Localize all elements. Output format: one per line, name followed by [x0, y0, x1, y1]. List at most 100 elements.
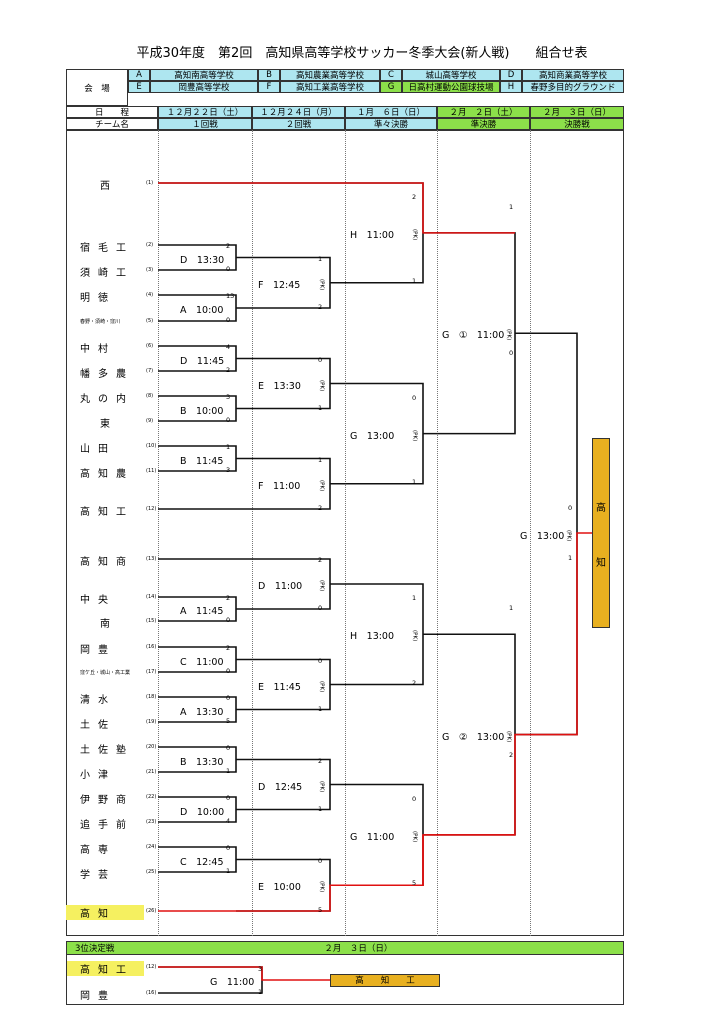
team-name: 清水	[80, 695, 116, 706]
team-note: 窪ケ丘・城山・高工業	[80, 670, 131, 676]
champion-char-2: 知	[596, 558, 606, 569]
match-qf: H 13:00	[350, 631, 395, 643]
champion-char-1: 高	[596, 503, 606, 514]
score: 1	[568, 553, 573, 562]
third-place-team: 岡豊	[80, 991, 116, 1002]
venue-code: A	[128, 69, 150, 81]
date-cell: １２月２２日（土）	[158, 106, 252, 118]
team-number: (24)	[146, 844, 157, 850]
team-number: (6)	[146, 343, 154, 349]
page-title: 平成30年度 第2回 高知県高等学校サッカー冬季大会(新人戦) 組合せ表	[136, 46, 588, 61]
match-sf: G ② 13:00	[442, 731, 505, 743]
venue-name: 高知南高等学校	[150, 69, 258, 81]
pk-label: (PK)	[505, 730, 512, 742]
team-name: 追手前	[80, 820, 134, 831]
round-cell: 準決勝	[437, 118, 530, 130]
team-number: (13)	[146, 556, 157, 562]
venue-code: C	[380, 69, 402, 81]
team-label: チーム名	[66, 118, 158, 130]
venue-code: B	[258, 69, 280, 81]
team-number: (20)	[146, 744, 157, 750]
bracket-line	[423, 532, 592, 836]
venue-name: 高知商業高等学校	[522, 69, 624, 81]
team-number: (4)	[146, 292, 154, 298]
match-r1: A 10:00	[180, 305, 224, 316]
match-final: G 13:00	[520, 530, 565, 542]
pk-label: (PK)	[318, 479, 325, 491]
score: 1	[509, 202, 514, 211]
venue-code: E	[128, 81, 150, 93]
team-name: 高知農	[80, 469, 134, 480]
score: 1	[412, 477, 417, 486]
bracket-line	[158, 182, 515, 234]
score: 2	[318, 303, 323, 311]
team-name: 小津	[80, 770, 116, 781]
team-number: (21)	[146, 769, 157, 775]
venue-code: G	[380, 81, 402, 93]
score: 0	[412, 794, 417, 803]
team-number: (2)	[146, 242, 154, 248]
score: 0	[318, 604, 323, 612]
team-number: (8)	[146, 393, 154, 399]
score: 2	[318, 756, 323, 765]
team-number: (16)	[146, 990, 157, 996]
team-number: (11)	[146, 468, 157, 474]
match-r2: E 13:30	[258, 380, 301, 392]
score: 0	[509, 349, 514, 358]
team-name: 須崎工	[80, 268, 134, 279]
venue-name: 城山高等学校	[402, 69, 500, 81]
pk-label: (PK)	[318, 780, 325, 792]
team-name: 高専	[80, 845, 116, 856]
score: 1	[226, 767, 231, 775]
score: 2	[509, 750, 514, 759]
score: 2	[412, 193, 417, 201]
score: 1	[318, 804, 323, 813]
score: 1	[318, 403, 323, 412]
score: 1	[318, 254, 323, 263]
score: 0	[226, 416, 231, 424]
team-name: 山田	[80, 444, 116, 455]
match-r1: C 11:00	[180, 656, 224, 668]
score: 2	[226, 366, 231, 374]
match-qf: H 11:00	[350, 229, 395, 241]
score: 0	[412, 393, 417, 402]
date-cell: １月 ６日（日）	[345, 106, 437, 118]
match-r1: B 11:45	[180, 455, 224, 467]
team-name: 丸の内	[80, 394, 134, 405]
team-number: (12)	[146, 964, 157, 970]
team-name: 岡豊	[80, 645, 116, 656]
venue-name: 高知農業高等学校	[280, 69, 380, 81]
score: 2	[226, 242, 231, 250]
column-divider	[158, 130, 159, 936]
match-r1: D 11:45	[180, 355, 225, 367]
column-divider	[252, 130, 253, 936]
match-r2: E 11:45	[258, 681, 301, 693]
score: 2	[226, 644, 231, 652]
team-name: 南	[100, 619, 118, 630]
match-qf: G 11:00	[350, 831, 395, 843]
team-number: (18)	[146, 694, 157, 700]
team-number: (12)	[146, 506, 157, 512]
match-r2: E 10:00	[258, 882, 301, 894]
round-cell: １回戦	[158, 118, 252, 130]
venue-label: 会 場	[66, 69, 128, 106]
team-number: (1)	[146, 180, 154, 186]
team-name: 中村	[80, 344, 116, 355]
pk-label: (PK)	[505, 329, 512, 341]
team-number: (22)	[146, 794, 157, 800]
score: 1	[412, 594, 417, 602]
third-place-label: 3位決定戦	[75, 944, 115, 954]
team-name: 土佐塾	[80, 745, 134, 756]
team-number: (17)	[146, 669, 157, 675]
team-name: 伊野商	[80, 795, 134, 806]
match-r1: B 13:30	[180, 756, 224, 768]
team-number: (10)	[146, 443, 157, 449]
match-qf: G 13:00	[350, 430, 395, 442]
score: 0	[226, 744, 231, 752]
score: 0	[568, 503, 573, 512]
pk-label: (PK)	[411, 429, 418, 441]
pk-label: (PK)	[318, 278, 325, 290]
match-sf: G ① 11:00	[442, 330, 505, 342]
team-name: 幡多農	[80, 369, 134, 380]
